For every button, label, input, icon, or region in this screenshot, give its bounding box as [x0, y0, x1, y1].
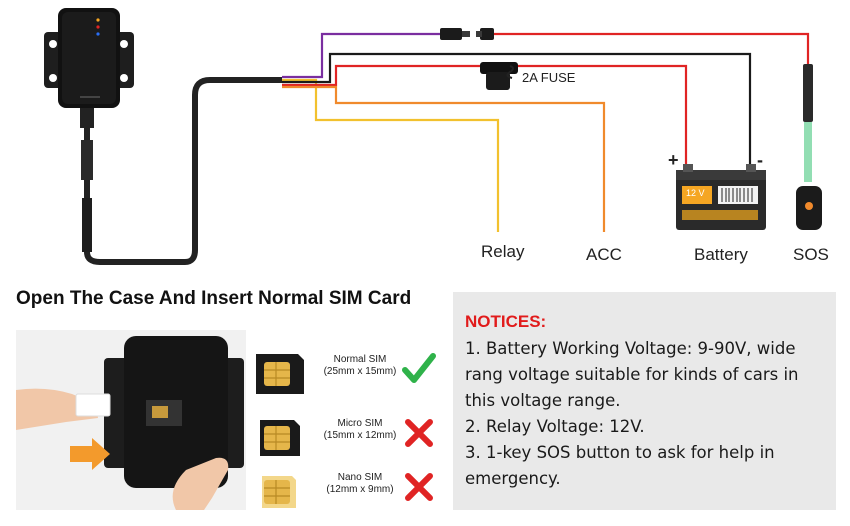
sim-option-micro: Micro SIM (15mm x 12mm)	[254, 412, 444, 468]
normal-sim-card-icon	[256, 354, 304, 394]
notice-line: this voltage range.	[465, 391, 621, 410]
notices-panel: NOTICES: 1. Battery Working Voltage: 9-9…	[453, 292, 836, 510]
relay-label: Relay	[481, 242, 525, 261]
notice-line: rang voltage suitable for kinds of cars …	[465, 365, 799, 384]
sim-option-normal: Normal SIM (25mm x 15mm)	[254, 348, 444, 404]
sos-label: SOS	[793, 245, 829, 264]
gps-tracker-device	[44, 8, 134, 108]
nano-sim-text: Nano SIM (12mm x 9mm)	[326, 472, 394, 495]
battery-badge: 12 V	[686, 188, 705, 198]
sim-section-title: Open The Case And Insert Normal SIM Card	[16, 288, 412, 309]
check-icon	[402, 353, 436, 383]
normal-sim-text: Normal SIM (25mm x 15mm)	[323, 354, 397, 377]
battery-icon	[676, 164, 766, 230]
cross-icon	[405, 419, 433, 447]
sim-option-nano: Nano SIM (12mm x 9mm)	[254, 466, 444, 522]
tracker-cable	[80, 77, 282, 265]
acc-label: ACC	[586, 245, 622, 264]
notices-title: NOTICES:	[465, 312, 547, 331]
notice-line: 3. 1-key SOS button to ask for help in	[465, 443, 775, 462]
cross-icon	[405, 473, 433, 501]
battery-minus-terminal: -	[757, 150, 763, 170]
wire-connector	[440, 28, 494, 40]
sim-insertion-photo	[16, 330, 246, 510]
fuse-holder	[480, 62, 518, 90]
wire-bundle	[282, 32, 810, 232]
fuse-label: 2A FUSE	[522, 70, 576, 85]
micro-sim-card-icon	[260, 420, 300, 456]
micro-sim-text: Micro SIM (15mm x 12mm)	[323, 418, 397, 441]
wiring-diagram	[44, 8, 822, 265]
battery-label: Battery	[694, 245, 748, 264]
notice-line: 2. Relay Voltage: 12V.	[465, 417, 645, 436]
notice-line: emergency.	[465, 469, 561, 488]
nano-sim-card-icon	[262, 476, 296, 508]
battery-plus-terminal: +	[668, 150, 679, 170]
sos-button-icon	[796, 64, 822, 230]
notice-line: 1. Battery Working Voltage: 9-90V, wide	[465, 339, 796, 358]
